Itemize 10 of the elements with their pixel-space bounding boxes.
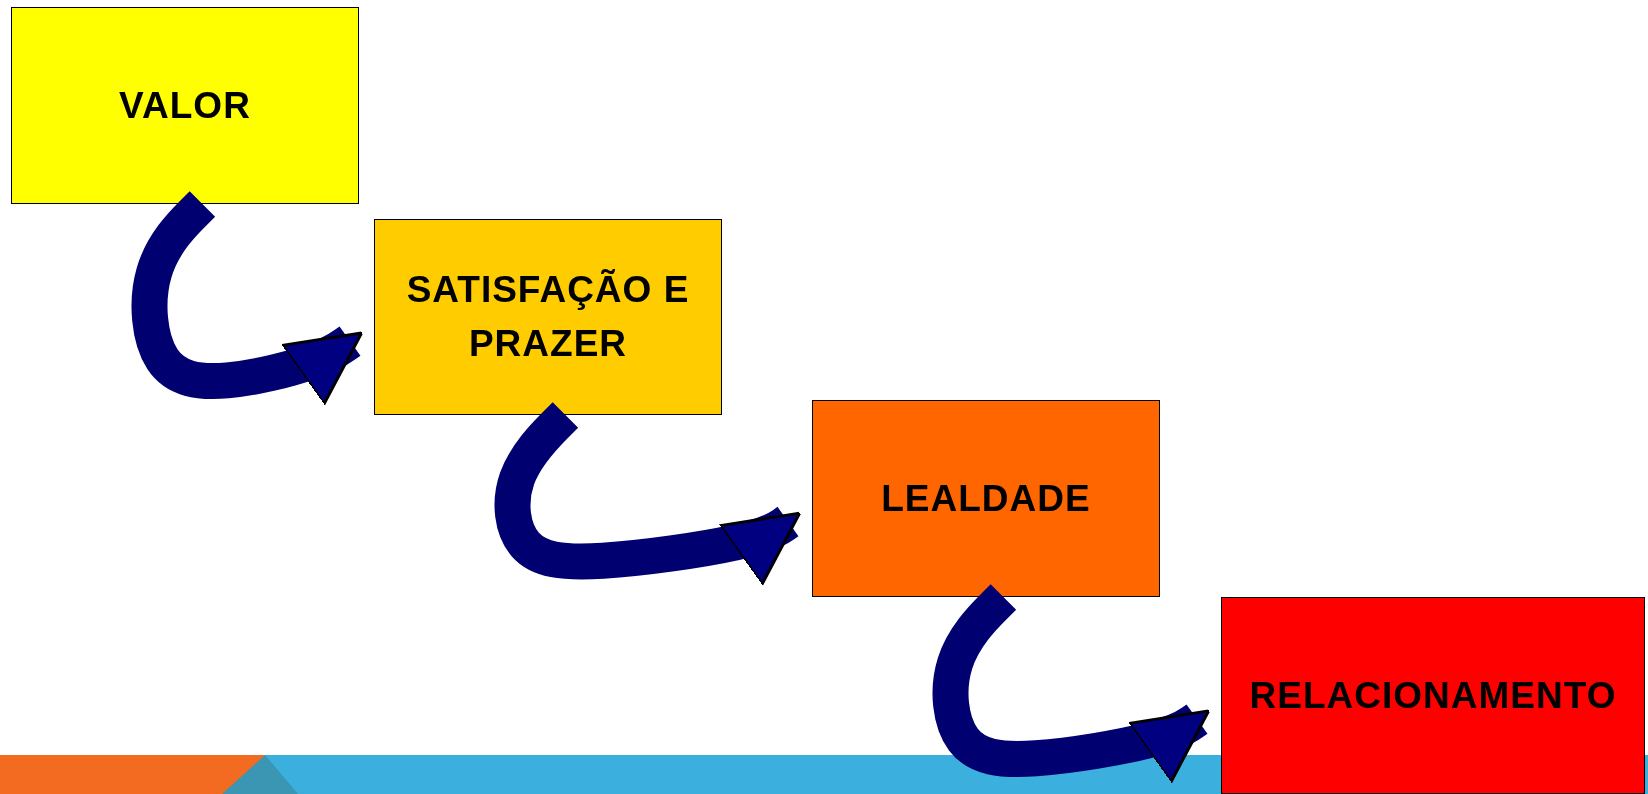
- process-box: [11, 7, 359, 204]
- process-box: [812, 400, 1160, 597]
- process-box: [374, 219, 722, 415]
- box-label: VALOR: [118, 83, 252, 128]
- curved-arrow: [494, 402, 802, 586]
- box-label: SATISFAÇÃO E PRAZER: [405, 268, 691, 366]
- box-label: RELACIONAMENTO: [1248, 673, 1618, 718]
- box-label: LEALDADE: [880, 476, 1092, 521]
- process-box: [1221, 597, 1645, 794]
- curved-arrow: [932, 584, 1211, 784]
